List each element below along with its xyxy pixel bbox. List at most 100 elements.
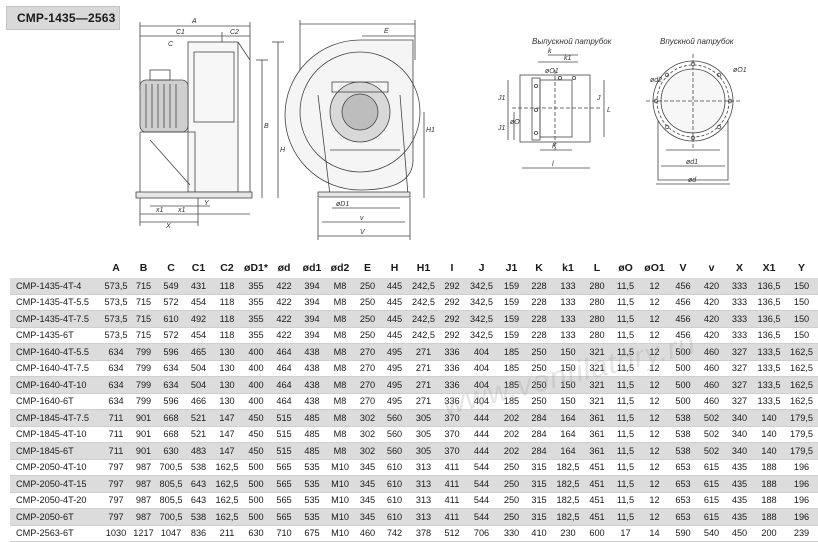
- column-header: [10, 258, 102, 278]
- value-cell: M10: [326, 492, 354, 509]
- value-cell: 560: [381, 409, 408, 426]
- value-cell: 535: [298, 459, 326, 476]
- value-cell: 305: [408, 442, 439, 459]
- value-cell: 185: [498, 376, 525, 393]
- value-cell: 162,5: [212, 459, 242, 476]
- value-cell: 185: [498, 393, 525, 410]
- value-cell: 504: [185, 360, 212, 377]
- value-cell: 182,5: [553, 492, 583, 509]
- value-cell: 411: [439, 475, 465, 492]
- value-cell: 521: [185, 426, 212, 443]
- value-cell: 164: [553, 442, 583, 459]
- value-cell: 333: [726, 327, 753, 344]
- value-cell: 17: [611, 525, 640, 542]
- value-cell: 610: [381, 475, 408, 492]
- value-cell: 179,5: [785, 426, 818, 443]
- value-cell: 228: [525, 310, 553, 327]
- value-cell: 292: [439, 310, 465, 327]
- value-cell: 330: [498, 525, 525, 542]
- value-cell: 336: [439, 376, 465, 393]
- column-header: J1: [505, 262, 518, 274]
- value-cell: 711: [102, 442, 130, 459]
- value-cell: 451: [583, 459, 611, 476]
- value-cell: 250: [525, 393, 553, 410]
- column-header: B: [139, 262, 148, 274]
- dim-label: J1: [497, 95, 506, 102]
- value-cell: 12: [640, 393, 669, 410]
- value-cell: 410: [525, 525, 553, 542]
- value-cell: 502: [697, 442, 726, 459]
- value-cell: M8: [326, 278, 354, 294]
- value-cell: M8: [326, 343, 354, 360]
- value-cell: 185: [498, 360, 525, 377]
- value-cell: 799: [130, 343, 157, 360]
- value-cell: 327: [726, 360, 753, 377]
- value-cell: 500: [669, 343, 697, 360]
- dim-label: x1: [177, 207, 186, 214]
- value-cell: 188: [753, 459, 785, 476]
- value-cell: 420: [697, 310, 726, 327]
- value-cell: 450: [242, 442, 270, 459]
- dim-label: Y: [204, 200, 210, 207]
- value-cell: 560: [381, 442, 408, 459]
- dim-label: k1: [564, 55, 572, 62]
- value-cell: 302: [354, 409, 381, 426]
- value-cell: 250: [354, 310, 381, 327]
- value-cell: M8: [326, 409, 354, 426]
- column-header: V: [679, 262, 687, 274]
- value-cell: 495: [381, 360, 408, 377]
- value-cell: 668: [157, 426, 185, 443]
- column-header: Y: [797, 262, 805, 274]
- value-cell: 460: [697, 393, 726, 410]
- dim-label: øD1: [336, 201, 349, 208]
- value-cell: 610: [381, 508, 408, 525]
- value-cell: 150: [553, 343, 583, 360]
- value-cell: 438: [298, 360, 326, 377]
- dim-label: H1: [426, 127, 435, 134]
- value-cell: 466: [185, 393, 212, 410]
- value-cell: 572: [157, 327, 185, 344]
- value-cell: 500: [242, 508, 270, 525]
- value-cell: 565: [270, 475, 298, 492]
- dim-label: J: [596, 95, 601, 102]
- value-cell: 1047: [157, 525, 185, 542]
- value-cell: 136,5: [753, 278, 785, 294]
- value-cell: 12: [640, 310, 669, 327]
- value-cell: 284: [525, 409, 553, 426]
- value-cell: 643: [185, 475, 212, 492]
- value-cell: 435: [726, 508, 753, 525]
- value-cell: 610: [157, 310, 185, 327]
- value-cell: 400: [242, 376, 270, 393]
- column-header: L: [593, 262, 601, 274]
- value-cell: 182,5: [553, 508, 583, 525]
- value-cell: 544: [465, 459, 498, 476]
- value-cell: 370: [439, 426, 465, 443]
- value-cell: 572: [157, 294, 185, 311]
- value-cell: 340: [726, 442, 753, 459]
- column-header: øD1*: [244, 262, 268, 274]
- value-cell: 250: [498, 475, 525, 492]
- value-cell: 422: [270, 278, 298, 294]
- value-cell: 456: [669, 294, 697, 311]
- value-cell: 345: [354, 508, 381, 525]
- column-header: E: [363, 262, 371, 274]
- value-cell: 515: [270, 426, 298, 443]
- dim-label: x1: [155, 207, 164, 214]
- model-cell: CMP-2050-4T-20: [10, 492, 102, 509]
- dim-label: J1: [497, 125, 506, 132]
- value-cell: 284: [525, 442, 553, 459]
- value-cell: 799: [130, 376, 157, 393]
- value-cell: M8: [326, 327, 354, 344]
- value-cell: 590: [669, 525, 697, 542]
- dim-label: øO1: [733, 67, 747, 74]
- value-cell: 315: [525, 459, 553, 476]
- value-cell: 188: [753, 492, 785, 509]
- value-cell: 460: [697, 343, 726, 360]
- dim-label: C1: [176, 29, 185, 36]
- value-cell: 228: [525, 327, 553, 344]
- model-cell: CMP-1435-6T: [10, 327, 102, 344]
- value-cell: 634: [157, 360, 185, 377]
- value-cell: 538: [669, 409, 697, 426]
